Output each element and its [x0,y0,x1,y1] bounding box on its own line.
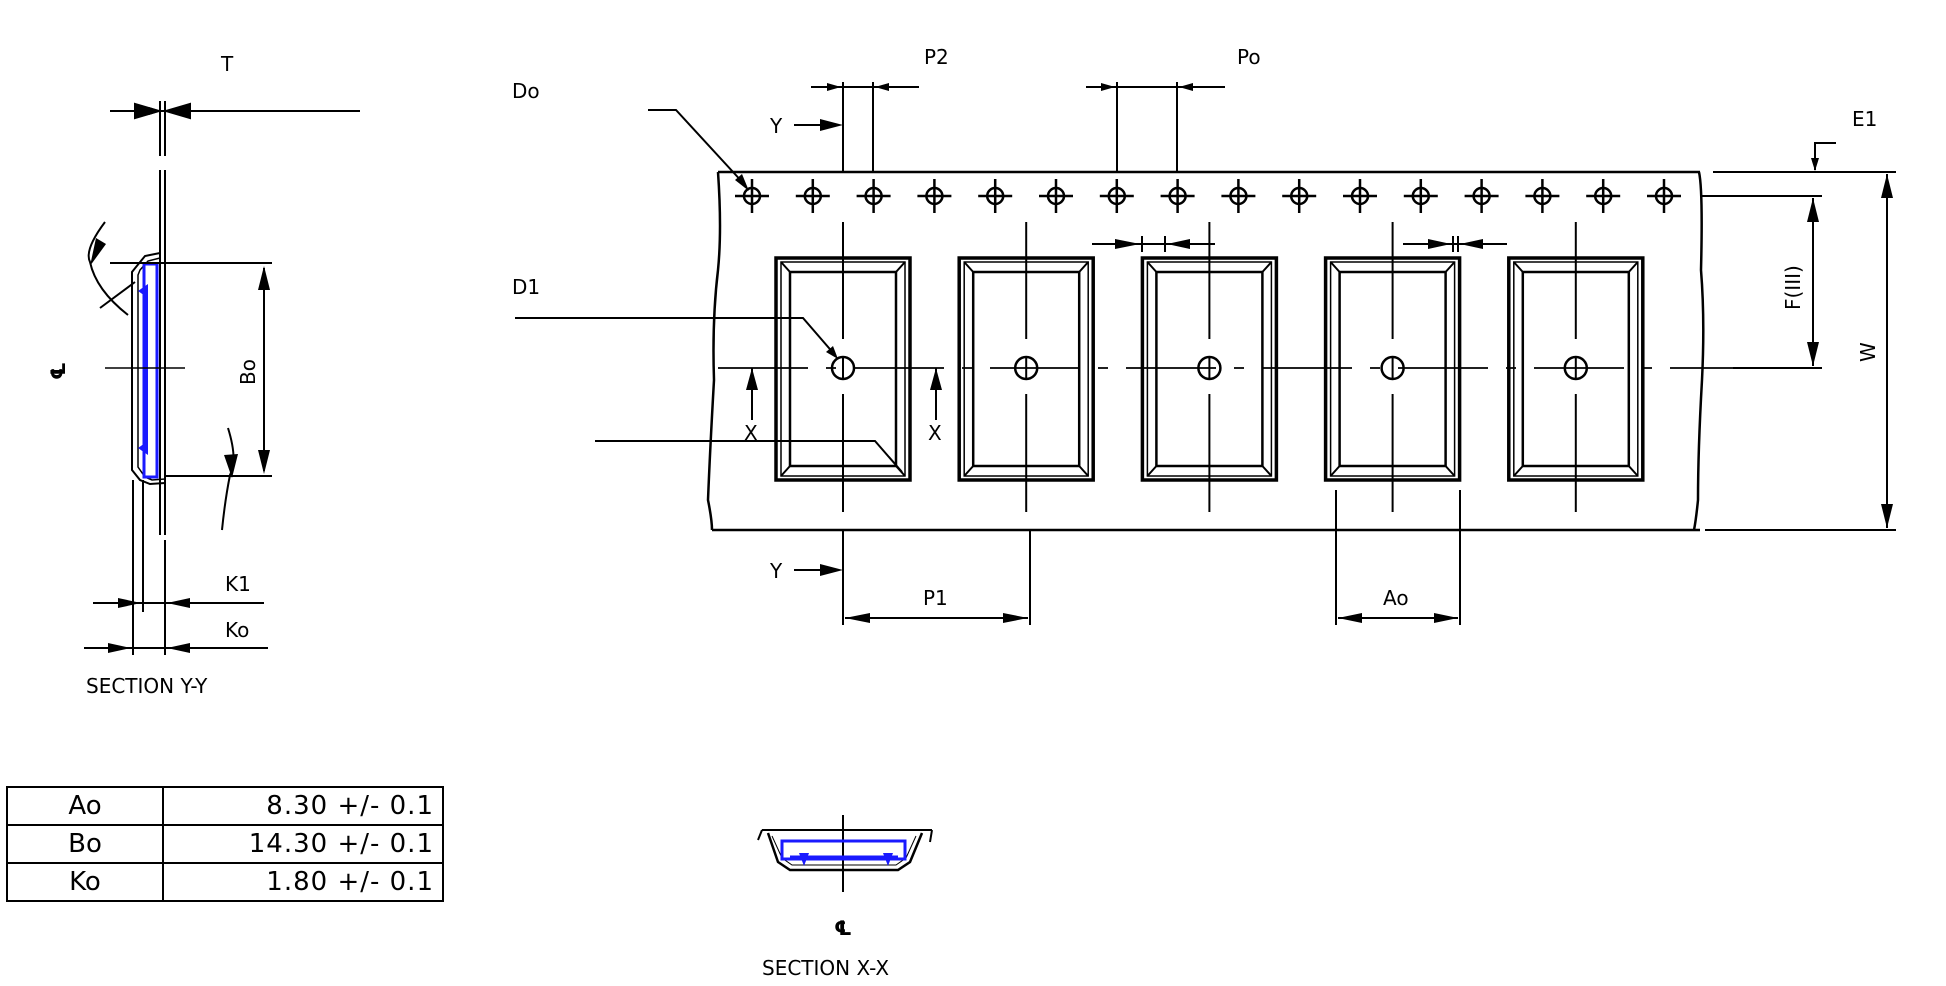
rotation-arc-bottom [221,427,235,531]
label-y-top: Y [769,114,783,138]
sprocket-hole [856,179,891,213]
carrier-tape-view [706,170,1705,532]
t-arrow-left [134,102,163,120]
label-e1: E1 [1852,107,1877,131]
component-outline-xx [780,839,907,861]
sprocket-hole [1099,179,1134,213]
label-x-left: X [744,421,758,445]
dimension-name: Bo [6,824,164,864]
pocket-corner-leader [595,440,903,473]
label-f: F(III) [1781,265,1805,310]
label-d1: D1 [512,275,540,299]
dimension-value: 1.80 +/- 0.1 [162,862,444,902]
sprocket-hole [1221,179,1256,213]
sprocket-hole [1039,179,1073,213]
sprocket-hole [1160,179,1195,213]
label-ao: Ao [1383,586,1409,610]
sprocket-hole [795,179,830,213]
d1-leader [515,317,836,356]
label-y-bottom: Y [769,559,783,583]
centerline-symbol: ℄ [46,362,70,380]
sprocket-hole [978,179,1013,213]
sprocket-hole [917,179,952,213]
pocket [1140,222,1279,512]
t-arrow-right [162,102,191,120]
pockets [774,222,1645,512]
sprocket-hole [1647,179,1681,213]
sprocket-hole [1586,179,1621,213]
label-k1: K1 [225,572,251,596]
label-x-right: X [928,421,942,445]
label-po: Po [1237,45,1261,69]
tape-break-right [1692,171,1705,531]
sprocket-hole [1525,179,1560,213]
sprocket-hole [1403,179,1438,213]
section-y-y-label: SECTION Y-Y [86,674,208,698]
dimension-name: Ko [6,862,164,902]
dimension-value: 8.30 +/- 0.1 [162,786,444,826]
do-leader [648,109,746,186]
pocket [1323,222,1462,512]
label-p2: P2 [924,45,949,69]
sprocket-hole [1282,179,1317,213]
tape-dimensions [515,82,1896,625]
label-bo: Bo [236,359,260,385]
section-x-x-view [757,815,933,892]
sprocket-hole [1464,179,1499,213]
dimension-name: Ao [6,786,164,826]
label-t: T [220,52,234,76]
sprocket-hole [735,179,769,213]
tape-break-left [706,171,722,531]
pocket [957,222,1095,512]
sprocket-holes [735,179,1681,213]
dimension-value: 14.30 +/- 0.1 [162,824,444,864]
sprocket-hole [1343,179,1377,213]
section-x-x-label: SECTION X-X [762,956,889,980]
rotation-arc-top [87,221,129,316]
pocket [774,222,912,512]
section-y-y-view [84,101,360,655]
label-w: W [1856,342,1880,362]
centerline-symbol-xx: ℄ [834,916,852,940]
label-do: Do [512,79,540,103]
label-ko: Ko [225,618,249,642]
label-p1: P1 [923,586,948,610]
pocket [1507,222,1645,512]
